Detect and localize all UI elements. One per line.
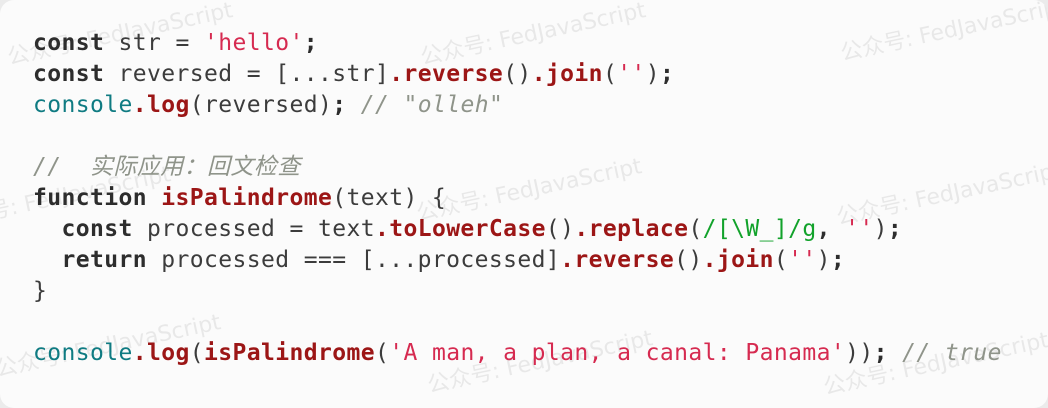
- code-token: }: [33, 278, 48, 304]
- code-token: ;: [332, 92, 347, 118]
- code-token: str =: [104, 30, 204, 56]
- code-token: [147, 185, 161, 211]
- code-token: // true: [902, 340, 1002, 366]
- code-token: 'A man, a plan, a canal: Panama': [389, 340, 846, 366]
- code-token: (: [189, 340, 204, 366]
- code-token: const: [33, 61, 105, 87]
- code-token: .join: [531, 61, 603, 87]
- code-token: (): [503, 61, 532, 87]
- code-line: console.log(reversed); // "olleh": [33, 90, 1048, 121]
- code-token: function: [33, 185, 147, 211]
- code-token: .join: [702, 247, 774, 273]
- code-token: .replace: [574, 216, 689, 242]
- code-token: ,: [816, 216, 831, 242]
- code-token: (): [674, 247, 703, 273]
- code-line: function isPalindrome(text) {: [33, 183, 1048, 214]
- code-token: .log: [132, 92, 190, 118]
- code-block: const str = 'hello';const reversed = [..…: [33, 28, 1048, 369]
- code-token: (text) {: [332, 185, 447, 211]
- code-token: (: [688, 216, 703, 242]
- code-token: const: [33, 30, 105, 56]
- code-line: return processed === [...processed].reve…: [33, 245, 1048, 276]
- code-token: // 实际应用：回文检查: [33, 154, 301, 180]
- code-token: ): [645, 61, 660, 87]
- code-token: processed === [...processed]: [146, 247, 561, 273]
- code-token: (: [602, 61, 618, 87]
- code-line: const reversed = [...str].reverse().join…: [33, 59, 1048, 90]
- code-token: '': [617, 61, 646, 87]
- code-token: )): [845, 340, 874, 366]
- code-token: isPalindrome: [203, 340, 375, 366]
- code-token: console: [33, 340, 133, 366]
- code-line: }: [33, 276, 1048, 307]
- code-token: isPalindrome: [161, 185, 333, 211]
- code-token: [888, 340, 902, 366]
- code-line: console.log(isPalindrome('A man, a plan,…: [33, 338, 1048, 369]
- code-token: const: [61, 216, 133, 242]
- code-token: .reverse: [389, 61, 504, 87]
- code-token: /[\W_]/g: [702, 216, 817, 242]
- code-line: const processed = text.toLowerCase().rep…: [33, 214, 1048, 245]
- code-token: .log: [132, 340, 190, 366]
- code-token: ;: [830, 247, 846, 273]
- code-line: const str = 'hello';: [33, 28, 1048, 59]
- code-token: processed = text: [132, 216, 375, 242]
- code-token: console: [33, 92, 133, 118]
- code-token: (reversed): [189, 92, 333, 118]
- code-token: [33, 247, 62, 273]
- code-token: [831, 216, 845, 242]
- code-line: // 实际应用：回文检查: [33, 152, 1048, 183]
- code-token: (: [374, 340, 390, 366]
- code-token: reversed = [...str]: [104, 61, 390, 87]
- code-line: [33, 121, 1048, 152]
- code-token: .reverse: [560, 247, 675, 273]
- code-token: .toLowerCase: [374, 216, 546, 242]
- code-token: return: [61, 247, 147, 273]
- code-token: [346, 92, 360, 118]
- code-token: '': [845, 216, 874, 242]
- code-token: ;: [659, 61, 675, 87]
- code-token: 'hello': [203, 30, 304, 56]
- code-token: ): [873, 216, 888, 242]
- code-token: ;: [873, 340, 888, 366]
- code-line: [33, 307, 1048, 338]
- code-token: (: [773, 247, 789, 273]
- code-token: ;: [303, 30, 318, 56]
- code-token: ;: [887, 216, 903, 242]
- code-token: // "olleh": [360, 92, 504, 118]
- code-token: (): [545, 216, 575, 242]
- code-token: [33, 216, 62, 242]
- code-token: ): [816, 247, 831, 273]
- code-token: '': [788, 247, 817, 273]
